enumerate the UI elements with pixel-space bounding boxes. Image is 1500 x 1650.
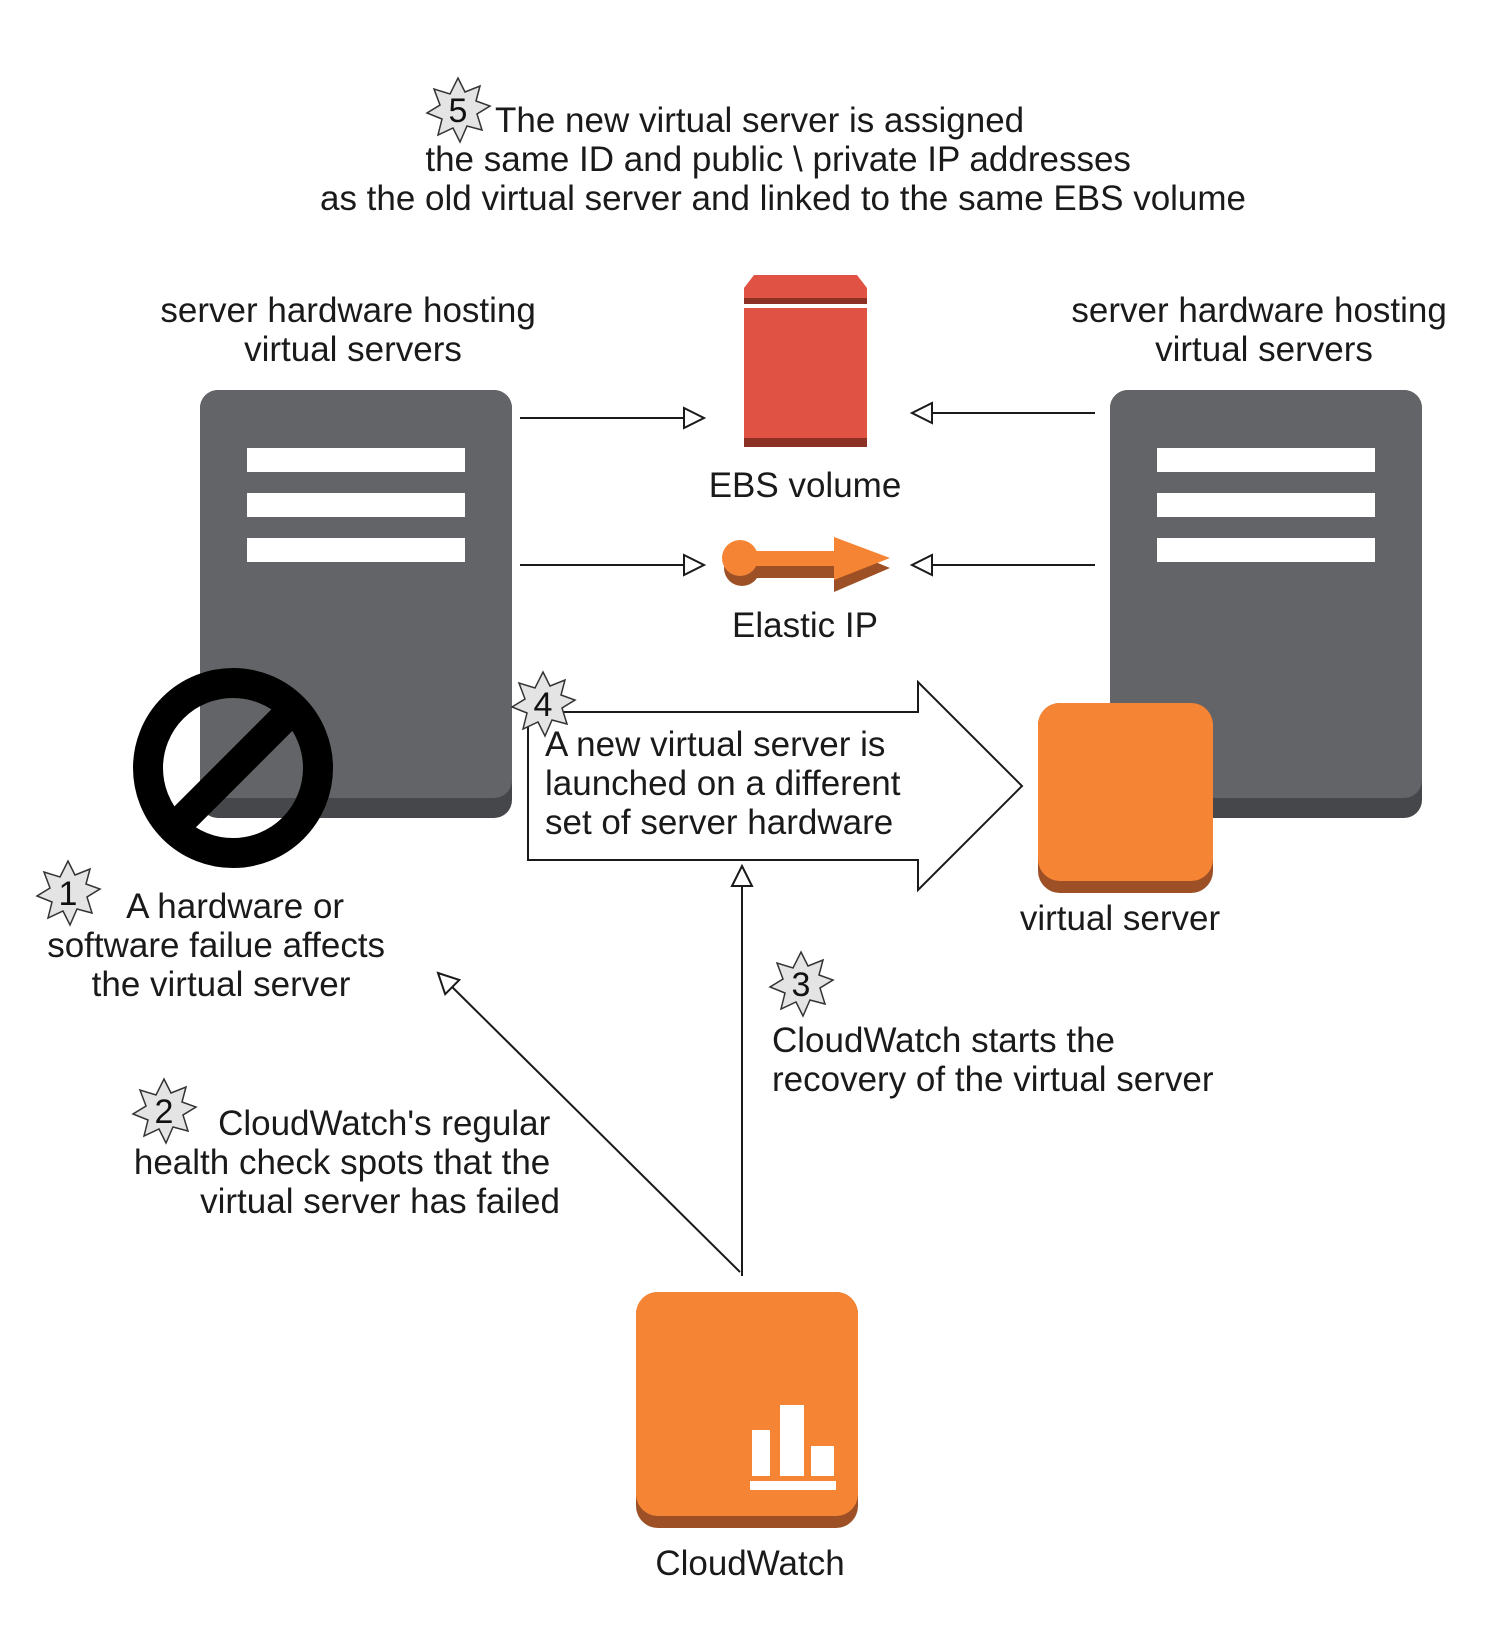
prohibited-icon <box>133 668 333 868</box>
step-3-text: CloudWatch starts the recovery of the vi… <box>772 1021 1214 1099</box>
step-2-line-1: CloudWatch's regular <box>218 1104 551 1143</box>
step-5-line-3: as the old virtual server and linked to … <box>320 179 1246 218</box>
step-3-badge: 3 <box>768 950 835 1018</box>
step-1-text: A hardware or software failue affects th… <box>47 887 395 1004</box>
step-5-line-2: the same ID and public \ private IP addr… <box>425 140 1131 179</box>
right-server-caption-line-2: virtual servers <box>1155 330 1373 369</box>
step-4-text: A new virtual server is launched on a di… <box>545 725 910 842</box>
step-1-line-2: software failue affects <box>47 926 385 965</box>
instance-icon <box>1038 703 1213 893</box>
starburst-icon <box>131 1077 198 1145</box>
step-4-line-2: launched on a different <box>545 764 901 803</box>
step-1-line-1: A hardware or <box>126 887 344 926</box>
bar-chart-icon <box>750 1405 836 1490</box>
starburst-icon <box>425 76 492 144</box>
step-2-line-3: virtual server has failed <box>200 1182 560 1221</box>
left-server-caption: server hardware hosting virtual servers <box>160 291 545 369</box>
step-4-line-3: set of server hardware <box>545 803 893 842</box>
step-1-number: 1 <box>59 875 78 913</box>
launch-block-arrow <box>527 679 1024 893</box>
ebs-volume-label: EBS volume <box>709 466 902 505</box>
step-5-line-1: The new virtual server is assigned <box>495 101 1024 140</box>
step-4-number: 4 <box>534 686 553 724</box>
virtual-server-label: virtual server <box>1020 899 1221 938</box>
ebs-volume-icon <box>744 275 867 447</box>
starburst-icon <box>35 859 102 927</box>
step-1-line-3: the virtual server <box>92 965 351 1004</box>
left-server-caption-line-2: virtual servers <box>244 330 462 369</box>
right-server-caption-line-1: server hardware hosting <box>1071 291 1446 330</box>
cloudwatch-icon <box>636 1292 858 1528</box>
step-2-badge: 2 <box>131 1077 198 1145</box>
step-2-line-2: health check spots that the <box>134 1143 550 1182</box>
starburst-icon <box>510 670 577 738</box>
right-server-caption: server hardware hosting virtual servers <box>1071 291 1456 369</box>
step-3-number: 3 <box>792 966 811 1004</box>
step-3-line-1: CloudWatch starts the <box>772 1021 1115 1060</box>
left-server-caption-line-1: server hardware hosting <box>160 291 535 330</box>
step-4-line-1: A new virtual server is <box>545 725 885 764</box>
step-5-number: 5 <box>449 92 468 130</box>
step-4-badge: 4 <box>510 670 577 738</box>
step-5-text: The new virtual server is assigned the s… <box>320 101 1246 218</box>
elastic-ip-icon <box>722 537 890 592</box>
starburst-icon <box>768 950 835 1018</box>
step-3-line-2: recovery of the virtual server <box>772 1060 1214 1099</box>
step-1-badge: 1 <box>35 859 102 927</box>
step-2-number: 2 <box>155 1093 174 1131</box>
step-5-badge: 5 <box>425 76 492 144</box>
step-2-text: CloudWatch's regular health check spots … <box>134 1104 560 1221</box>
cloudwatch-health-check-arrow <box>438 973 741 1273</box>
cloudwatch-label: CloudWatch <box>655 1544 844 1583</box>
elastic-ip-label: Elastic IP <box>732 606 878 645</box>
